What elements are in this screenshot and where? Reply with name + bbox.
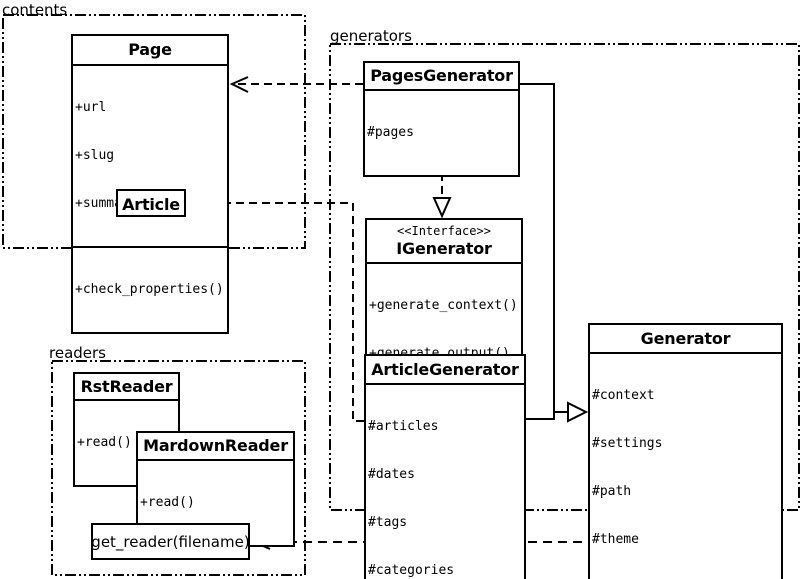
package-label-contents: contents <box>2 1 68 19</box>
inheritance-arrowhead-icon <box>567 401 589 423</box>
attribute: #dates <box>368 467 415 482</box>
attribute: #settings <box>592 436 663 451</box>
package-label-readers: readers <box>49 344 106 362</box>
edge-pagesgenerator-to-page-dependency <box>229 76 363 93</box>
edge-generators-to-generator-generalization <box>520 83 589 423</box>
class-generator: Generator #context #settings #path #them… <box>588 323 783 579</box>
class-attributes: #articles #dates #tags #categories <box>366 383 524 579</box>
attribute: #tags <box>368 515 408 530</box>
class-articlegenerator: ArticleGenerator #articles #dates #tags … <box>364 354 526 579</box>
class-title: Generator <box>640 328 731 348</box>
attribute: #pages <box>367 125 414 140</box>
method: +read() <box>77 435 132 450</box>
attribute: #categories <box>368 563 455 578</box>
attribute: +slug <box>75 148 115 163</box>
class-title: Article <box>122 195 180 214</box>
class-title: RstReader <box>80 376 173 396</box>
class-methods: +read() <box>138 459 293 545</box>
open-arrowhead-icon <box>229 76 249 93</box>
class-page: Page +url +slug +summary +check_properti… <box>71 34 229 334</box>
function-box-get-reader: get_reader(filename) <box>91 523 250 560</box>
class-title: Page <box>128 40 172 59</box>
package-border-generators <box>329 43 800 511</box>
attribute: #path <box>592 484 632 499</box>
function-label: get_reader(filename) <box>91 532 250 551</box>
class-attributes: #context #settings #path #theme #output_… <box>590 352 781 579</box>
class-stereotype: <<Interface>> <box>397 223 491 238</box>
attribute: #articles <box>368 419 439 434</box>
method: +generate_context() <box>369 298 518 313</box>
class-pagesgenerator: PagesGenerator #pages <box>363 61 520 177</box>
class-methods: +check_properties() <box>73 246 227 332</box>
class-rstreader: RstReader +read() <box>73 372 180 487</box>
realization-arrowhead-icon <box>432 197 452 219</box>
class-article: Article <box>116 189 186 217</box>
class-title: ArticleGenerator <box>371 359 519 379</box>
method: +check_properties() <box>75 282 224 297</box>
class-attributes: +url +slug +summary <box>73 64 227 246</box>
class-title: PagesGenerator <box>370 66 513 85</box>
class-title: <<Interface>> IGenerator <box>367 220 521 262</box>
attribute: #context <box>592 388 655 403</box>
package-border-readers <box>51 360 306 576</box>
class-title: MardownReader <box>143 436 288 455</box>
class-name: IGenerator <box>396 238 492 258</box>
class-attributes: #pages <box>365 89 518 175</box>
class-methods: +read() <box>75 399 178 485</box>
attribute: #theme <box>592 532 639 547</box>
method: +read() <box>140 495 195 510</box>
attribute: +url <box>75 100 107 115</box>
package-label-generators: generators <box>330 27 412 45</box>
